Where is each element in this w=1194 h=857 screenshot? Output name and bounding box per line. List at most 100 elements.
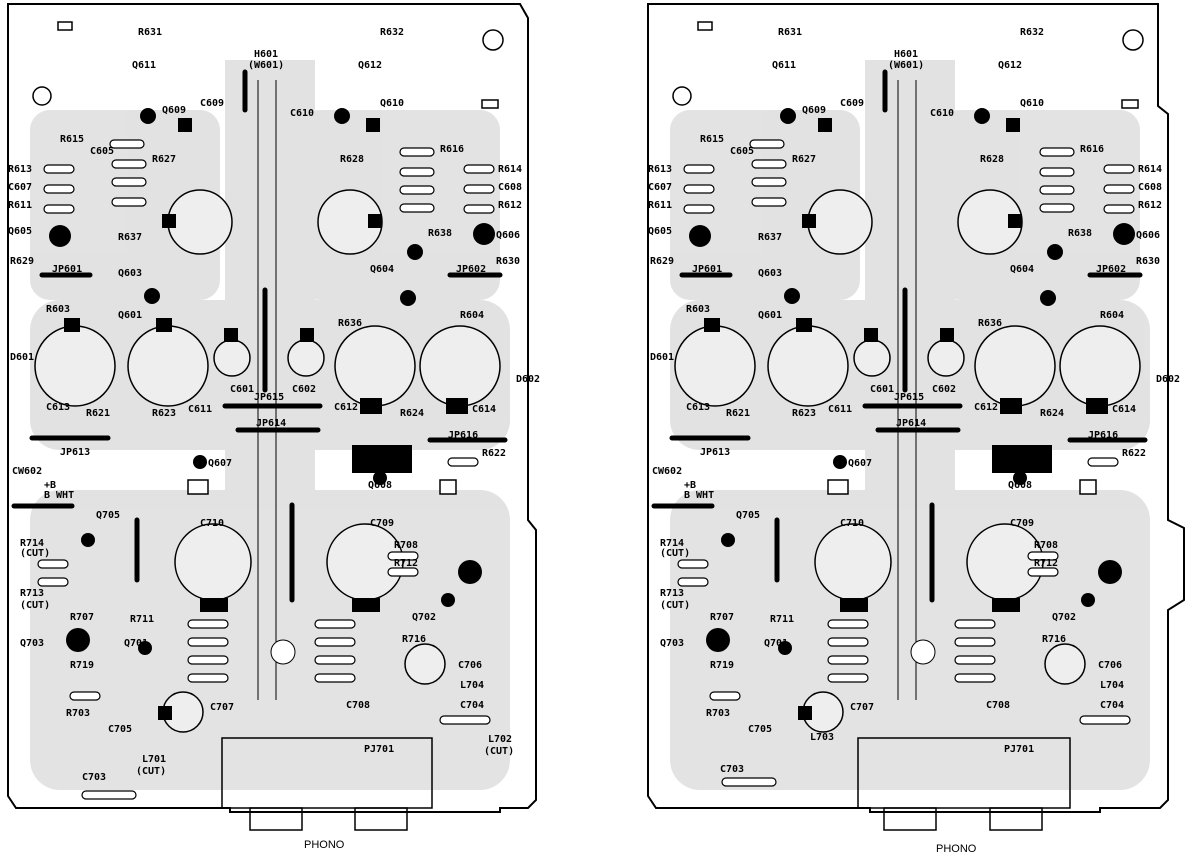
label-q603: Q603 (758, 268, 782, 279)
label-c601: C601 (230, 384, 254, 395)
label-d601: D601 (10, 352, 34, 363)
label-c614: C614 (1112, 404, 1136, 415)
label-r630: R630 (496, 256, 520, 267)
traces (257, 80, 296, 700)
label-jp614: JP614 (256, 418, 286, 429)
label-r627: R627 (792, 154, 816, 165)
label-c613: C613 (46, 402, 70, 413)
label-cw602: CW602 (12, 466, 42, 477)
label-jp616: JP616 (448, 430, 478, 441)
label-r716: R716 (1042, 634, 1066, 645)
phono-connector-right (857, 737, 1071, 831)
label-r708: R708 (394, 540, 418, 551)
label-q606: Q606 (1136, 230, 1160, 241)
label-c703: C703 (720, 764, 744, 775)
label-c709: C709 (1010, 518, 1034, 529)
label-q611: Q611 (772, 60, 796, 71)
phono-connector-left (221, 737, 433, 831)
label-r713: R713 (660, 588, 684, 599)
label-r622: R622 (482, 448, 506, 459)
label-r613: R613 (648, 164, 672, 175)
label-q702: Q702 (1052, 612, 1076, 623)
label-q607: Q607 (208, 458, 232, 469)
label-q609: Q609 (162, 105, 186, 116)
label-q605: Q605 (648, 226, 672, 237)
component-labels-right: R631 H601 (W601) R632 Q611 Q612 Q609 C60… (648, 27, 1180, 855)
label-r628: R628 (340, 154, 364, 165)
label-plus-b: +B (684, 480, 696, 491)
label-r628: R628 (980, 154, 1004, 165)
label-q705: Q705 (736, 510, 760, 521)
label-jp601: JP601 (52, 264, 82, 275)
label-r712: R712 (1034, 558, 1058, 569)
label-c704: C704 (1100, 700, 1124, 711)
label-w601: (W601) (888, 60, 924, 71)
label-r711: R711 (770, 614, 794, 625)
label-l702-cut: (CUT) (484, 746, 514, 757)
label-r613: R613 (8, 164, 32, 175)
label-q603: Q603 (118, 268, 142, 279)
label-l704: L704 (460, 680, 484, 691)
label-r611: R611 (8, 200, 32, 211)
label-cut-2: (CUT) (20, 600, 50, 611)
transistors (689, 108, 1135, 720)
capacitors-large (674, 189, 1141, 733)
label-jp602: JP602 (456, 264, 486, 275)
label-r612: R612 (1138, 200, 1162, 211)
label-jp616: JP616 (1088, 430, 1118, 441)
label-c709: C709 (370, 518, 394, 529)
label-q703: Q703 (660, 638, 684, 649)
label-c614: C614 (472, 404, 496, 415)
label-c605: C605 (730, 146, 754, 157)
label-r629: R629 (650, 256, 674, 267)
label-c707: C707 (210, 702, 234, 713)
label-h601: H601 (894, 49, 918, 60)
capacitors-large (34, 189, 501, 733)
label-c609: C609 (200, 98, 224, 109)
label-jp614: JP614 (896, 418, 926, 429)
label-q705: Q705 (96, 510, 120, 521)
phono-label-left: PHONO (304, 839, 345, 851)
label-r616: R616 (440, 144, 464, 155)
label-r636: R636 (978, 318, 1002, 329)
label-r707: R707 (70, 612, 94, 623)
label-c710: C710 (840, 518, 864, 529)
label-c607: C607 (648, 182, 672, 193)
resistors (37, 139, 495, 800)
label-q601: Q601 (118, 310, 142, 321)
label-r637: R637 (118, 232, 142, 243)
label-c612: C612 (334, 402, 358, 413)
label-c608: C608 (498, 182, 522, 193)
label-r719: R719 (710, 660, 734, 671)
label-b-wht: B WHT (684, 490, 714, 501)
label-l702: L702 (488, 734, 512, 745)
label-r615: R615 (60, 134, 84, 145)
label-q612: Q612 (358, 60, 382, 71)
label-r621: R621 (86, 408, 110, 419)
label-r716: R716 (402, 634, 426, 645)
label-q608: Q608 (1008, 480, 1032, 491)
label-l703: L703 (810, 732, 834, 743)
label-r614: R614 (498, 164, 522, 175)
label-q610: Q610 (380, 98, 404, 109)
label-r603: R603 (46, 304, 70, 315)
label-r623: R623 (152, 408, 176, 419)
label-r624: R624 (400, 408, 424, 419)
label-r638: R638 (1068, 228, 1092, 239)
component-labels-left: R631 H601 (W601) R632 Q611 Q612 Q609 C60… (8, 27, 540, 851)
label-r719: R719 (70, 660, 94, 671)
label-r708: R708 (1034, 540, 1058, 551)
label-l704: L704 (1100, 680, 1124, 691)
label-r712: R712 (394, 558, 418, 569)
label-r604: R604 (460, 310, 484, 321)
label-q609: Q609 (802, 105, 826, 116)
label-q612: Q612 (998, 60, 1022, 71)
label-r616: R616 (1080, 144, 1104, 155)
label-plus-b: +B (44, 480, 56, 491)
label-q601: Q601 (758, 310, 782, 321)
label-jp615: JP615 (254, 392, 284, 403)
label-q703: Q703 (20, 638, 44, 649)
label-cut-2: (CUT) (660, 600, 690, 611)
transistors (49, 108, 495, 720)
label-r614: R614 (1138, 164, 1162, 175)
